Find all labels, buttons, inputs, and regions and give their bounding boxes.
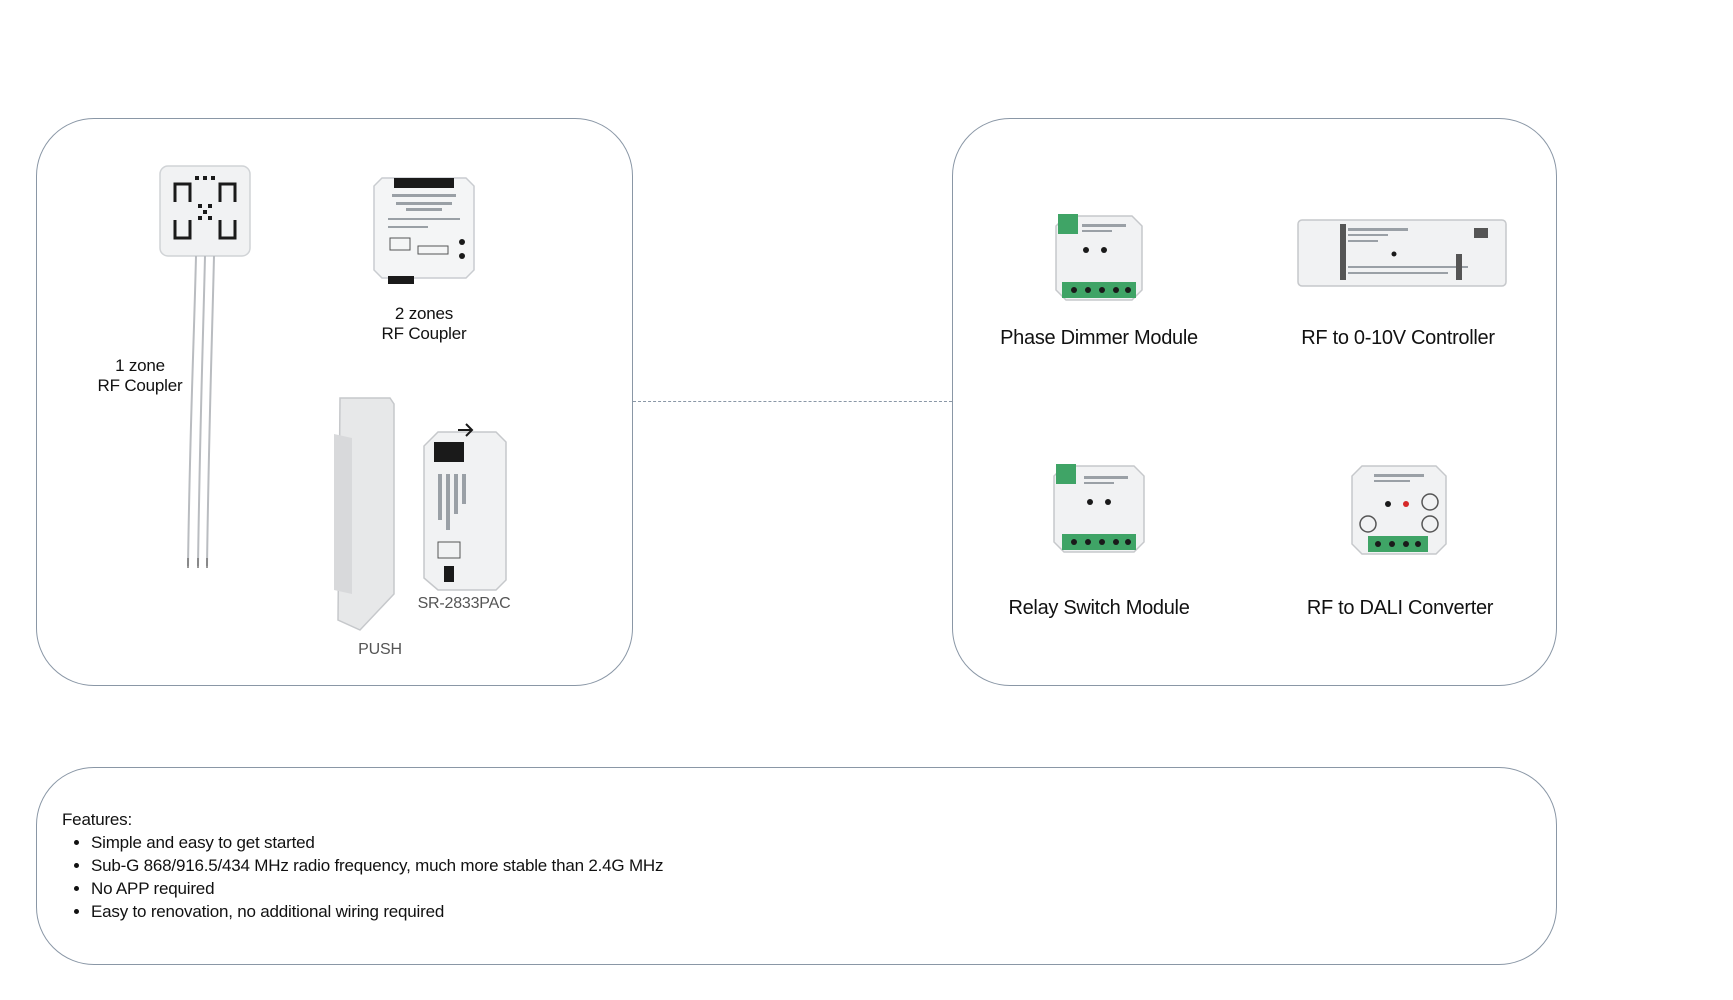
rf-0-10v-controller-image: [1297, 219, 1507, 287]
panel-connector-line: [633, 401, 952, 402]
features-title: Features:: [62, 810, 133, 829]
two-zone-line1: 2 zones: [394, 304, 454, 323]
phase-dimmer-module-image: [1055, 214, 1143, 301]
feature-item: No APP required: [91, 877, 663, 900]
features-panel: [36, 767, 1557, 965]
rf-0-10v-controller-label: RF to 0-10V Controller: [1301, 327, 1495, 349]
coupler-panel: [36, 118, 633, 686]
phase-dimmer-module-label: Phase Dimmer Module: [1000, 327, 1198, 349]
feature-item: Easy to renovation, no additional wiring…: [91, 900, 663, 923]
relay-switch-module-label: Relay Switch Module: [1008, 597, 1190, 619]
one-zone-coupler-image: [159, 165, 251, 568]
relay-switch-module-image: [1053, 464, 1145, 553]
one-zone-line2: RF Coupler: [97, 376, 183, 395]
controller-panel: [952, 118, 1557, 686]
two-zone-line2: RF Coupler: [381, 324, 467, 343]
feature-item: Sub-G 868/916.5/434 MHz radio frequency,…: [91, 854, 663, 877]
one-zone-line1: 1 zone: [115, 356, 165, 375]
one-zone-coupler-label: 1 zone RF Coupler: [80, 356, 200, 396]
feature-item: Simple and easy to get started: [91, 831, 663, 854]
two-zone-coupler-label: 2 zones RF Coupler: [364, 304, 484, 344]
assembly-model-label: SR-2833PAC: [417, 595, 511, 612]
push-button-assembly-image: [334, 397, 507, 631]
features-list: Simple and easy to get started Sub-G 868…: [62, 831, 663, 923]
rf-dali-converter-image: [1351, 465, 1447, 555]
two-zone-coupler-image: [373, 177, 475, 284]
rf-dali-converter-label: RF to DALI Converter: [1306, 597, 1494, 619]
push-label: PUSH: [358, 641, 402, 658]
